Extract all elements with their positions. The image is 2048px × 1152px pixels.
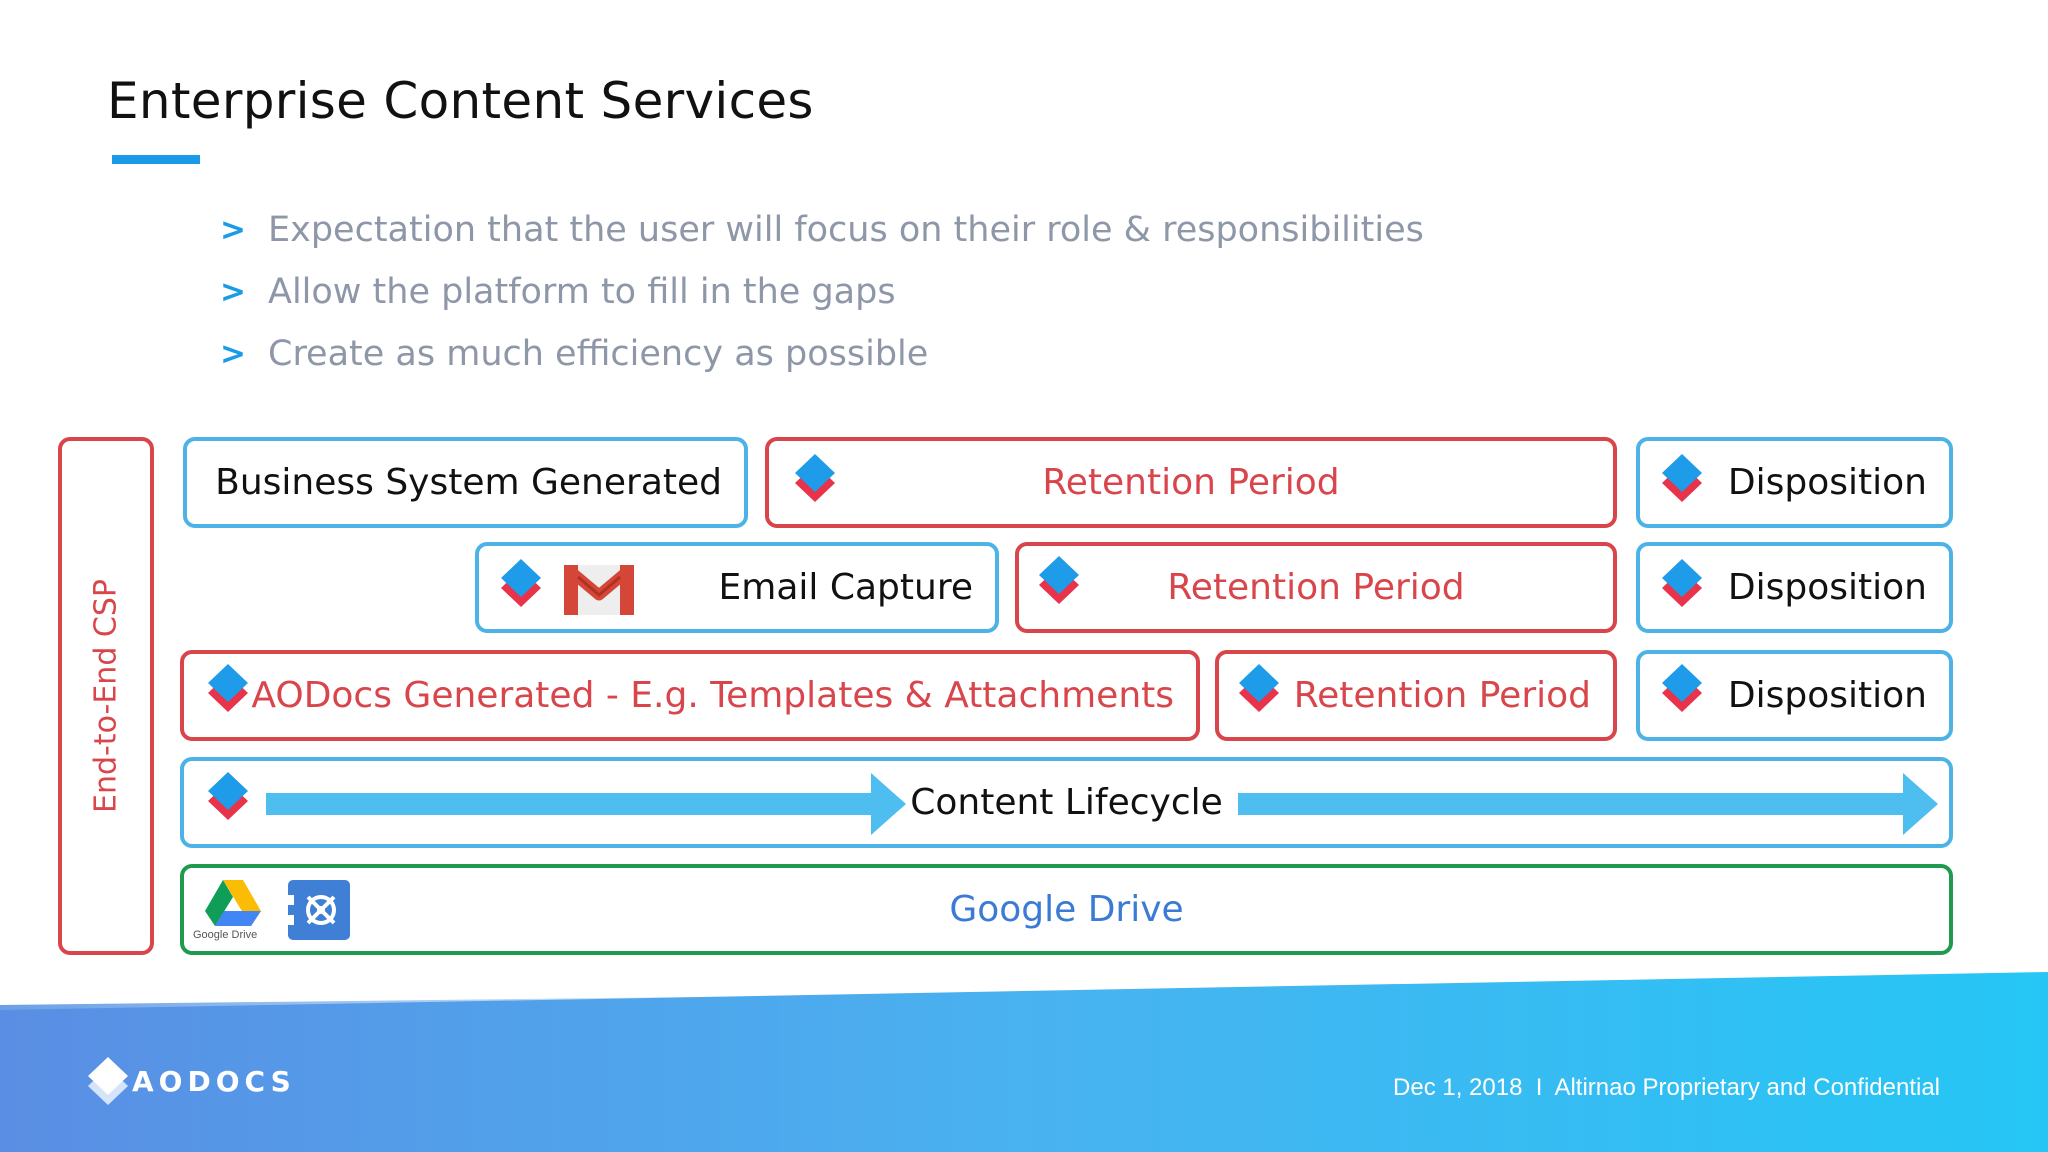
disposition-box-1: Disposition: [1636, 437, 1953, 528]
aodocs-logo-icon: [208, 664, 248, 712]
retention-period-label: Retention Period: [1167, 567, 1465, 608]
google-drive-label: Google Drive: [949, 889, 1184, 930]
business-system-generated-label: Business System Generated: [215, 462, 722, 503]
content-lifecycle-box: Content Lifecycle: [180, 757, 1953, 848]
retention-period-box-2: Retention Period: [1015, 542, 1617, 633]
google-drive-box: Google Drive Google Drive: [180, 864, 1953, 955]
aodocs-logo-icon: [1662, 454, 1702, 502]
disposition-label: Disposition: [1727, 567, 1927, 608]
aodocs-generated-label: AODocs Generated - E.g. Templates & Atta…: [251, 675, 1174, 716]
bullet-text: Create as much efficiency as possible: [268, 334, 929, 374]
arrow-right-icon: [1238, 773, 1938, 835]
google-drive-logo-caption: Google Drive: [193, 929, 258, 941]
aodocs-logo-icon: [88, 1057, 128, 1105]
aodocs-logo-icon: [501, 559, 541, 607]
chevron-right-icon: >: [220, 336, 246, 372]
disposition-box-3: Disposition: [1636, 650, 1953, 741]
aodocs-logo-icon: [1239, 664, 1279, 712]
google-vault-icon: [286, 880, 350, 940]
end-to-end-csp-box: End-to-End CSP: [58, 437, 154, 955]
footer-note: Dec 1, 2018 I Altirnao Proprietary and C…: [1393, 1074, 1940, 1101]
end-to-end-csp-label: End-to-End CSP: [88, 579, 124, 813]
chevron-right-icon: >: [220, 274, 246, 310]
footer-brand: AODOCS: [132, 1065, 296, 1098]
retention-period-box-3: Retention Period: [1215, 650, 1617, 741]
slide-title: Enterprise Content Services: [107, 72, 814, 130]
disposition-label: Disposition: [1727, 675, 1927, 716]
bullet-text: Allow the platform to fill in the gaps: [268, 272, 896, 312]
content-lifecycle-label: Content Lifecycle: [910, 782, 1223, 823]
title-underline: [112, 155, 200, 164]
aodocs-logo-icon: [1662, 664, 1702, 712]
retention-period-label: Retention Period: [1293, 675, 1591, 716]
google-drive-icon: [205, 880, 261, 926]
bullet-text: Expectation that the user will focus on …: [268, 210, 1424, 250]
retention-period-label: Retention Period: [1042, 462, 1340, 503]
retention-period-box-1: Retention Period: [765, 437, 1617, 528]
footer-band: [0, 972, 2048, 1152]
gmail-icon: [564, 564, 634, 615]
disposition-label: Disposition: [1727, 462, 1927, 503]
aodocs-generated-box: AODocs Generated - E.g. Templates & Atta…: [180, 650, 1200, 741]
email-capture-label: Email Capture: [718, 567, 973, 608]
disposition-box-2: Disposition: [1636, 542, 1953, 633]
chevron-right-icon: >: [220, 212, 246, 248]
email-capture-box: Email Capture: [475, 542, 999, 633]
business-system-generated-box: Business System Generated: [183, 437, 748, 528]
aodocs-logo-icon: [1662, 559, 1702, 607]
arrow-right-icon: [266, 773, 906, 835]
